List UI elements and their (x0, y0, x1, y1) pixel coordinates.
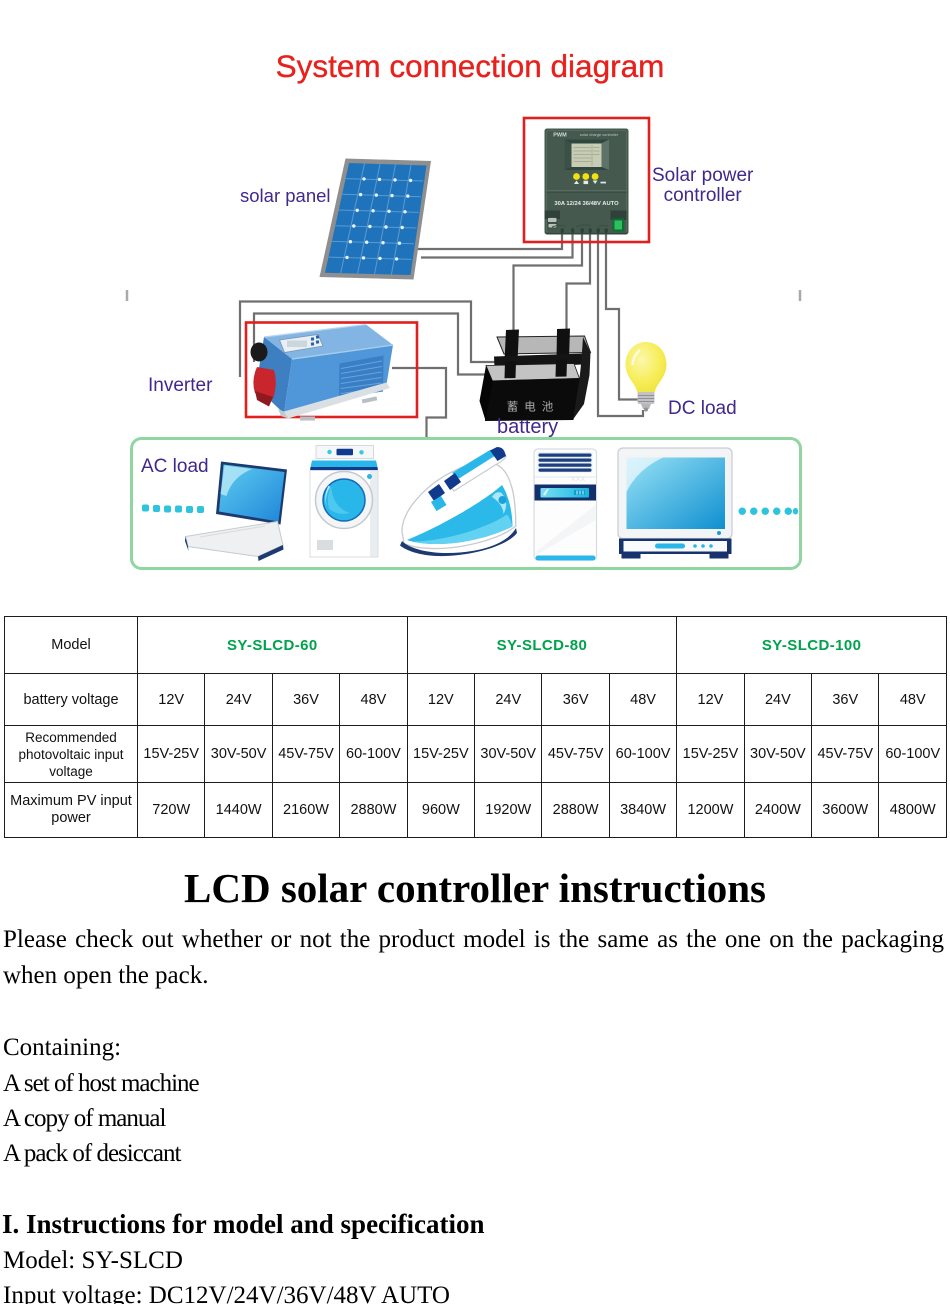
svg-text:XXX: XXX (571, 476, 585, 483)
svg-text:solar charge controller: solar charge controller (580, 132, 619, 137)
svg-text:30A 12/24 36/48V AUTO: 30A 12/24 36/48V AUTO (554, 201, 619, 207)
svg-text:PWM: PWM (553, 133, 567, 139)
svg-text:蓄电池: 蓄电池 (507, 401, 560, 414)
